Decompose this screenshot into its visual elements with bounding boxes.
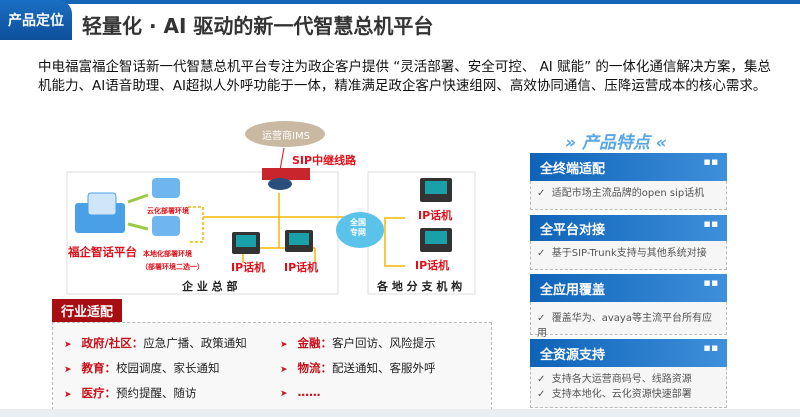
env-note: （部署环境二选一） — [141, 263, 204, 271]
industry-item: ➤物流：配送通知、客服外呼 — [280, 361, 436, 375]
intro-paragraph: 中电福富福企智话新一代智慧总机平台专注为政企客户提供 “灵活部署、安全可控、 A… — [38, 59, 771, 94]
feature-card-header: 全终端适配■■ — [530, 153, 727, 181]
network-diagram — [66, 121, 476, 295]
feature-card-header: 全资源支持■■ — [530, 339, 727, 367]
industry-item: ➤政府/社区：应急广播、政策通知 — [64, 336, 247, 350]
phone-label: IP话机 — [284, 261, 319, 274]
network-label: 全国专网 — [350, 218, 366, 237]
feature-card-body: ✓ 基于SIP-Trunk支持与其他系统对接 — [530, 241, 727, 270]
phone-icon — [232, 232, 260, 254]
features-title: » 产品特点 « — [565, 133, 667, 153]
phone-label: IP话机 — [418, 209, 453, 222]
local-env-icon — [152, 216, 180, 236]
cloud-env-label: 云化部署环境 — [147, 207, 189, 215]
feature-card-body: ✓ 覆盖华为、avaya等主流平台所有应用 — [530, 302, 727, 339]
top-bar — [0, 0, 800, 4]
bottom-bar — [0, 409, 800, 417]
industry-item: ➤…… — [280, 385, 321, 399]
industry-item: ➤医疗：预约提醒、随访 — [64, 386, 197, 400]
industry-item: ➤教育：校园调度、家长通知 — [64, 361, 220, 375]
ims-cloud-icon — [245, 121, 325, 147]
feature-card-body: ✓ 支持各大运营商码号、线路资源✓ 支持本地化、云化资源快速部署 — [530, 367, 727, 408]
page-title: 轻量化 · AI 驱动的新一代智慧总机平台 — [82, 14, 434, 38]
platform-icon — [75, 192, 125, 233]
arrow-icons — [127, 193, 149, 231]
sip-label: SIP中继线路 — [292, 154, 357, 167]
phone-icon — [285, 230, 313, 252]
feature-card-body: ✓ 适配市场主流品牌的open sip话机 — [530, 181, 727, 210]
feature-card-header: 全应用覆盖■■ — [530, 274, 727, 302]
phone-icon — [420, 178, 452, 202]
phone-label: IP话机 — [231, 261, 266, 274]
industry-title: 行业适配 — [52, 299, 122, 322]
phone-label: IP话机 — [415, 259, 450, 272]
sip-line — [279, 147, 285, 171]
industry-item: ➤金融：客户回访、风险提示 — [280, 336, 436, 350]
branch-label: 各 地 分 支 机 构 — [377, 280, 463, 293]
network-cloud-icon — [336, 212, 384, 248]
local-env-label: 本地化部署环境 — [143, 250, 192, 258]
ims-label: 运营商IMS — [262, 131, 310, 142]
platform-label: 福企智话平台 — [68, 245, 137, 259]
firewall-icon — [262, 168, 310, 190]
cloud-env-icon — [152, 178, 180, 198]
feature-card-header: 全平台对接■■ — [530, 215, 727, 241]
hq-label: 企 业 总 部 — [182, 280, 238, 293]
industry-box — [52, 322, 492, 410]
section-tab: 产品定位 — [0, 0, 72, 40]
phone-icon — [420, 228, 452, 252]
